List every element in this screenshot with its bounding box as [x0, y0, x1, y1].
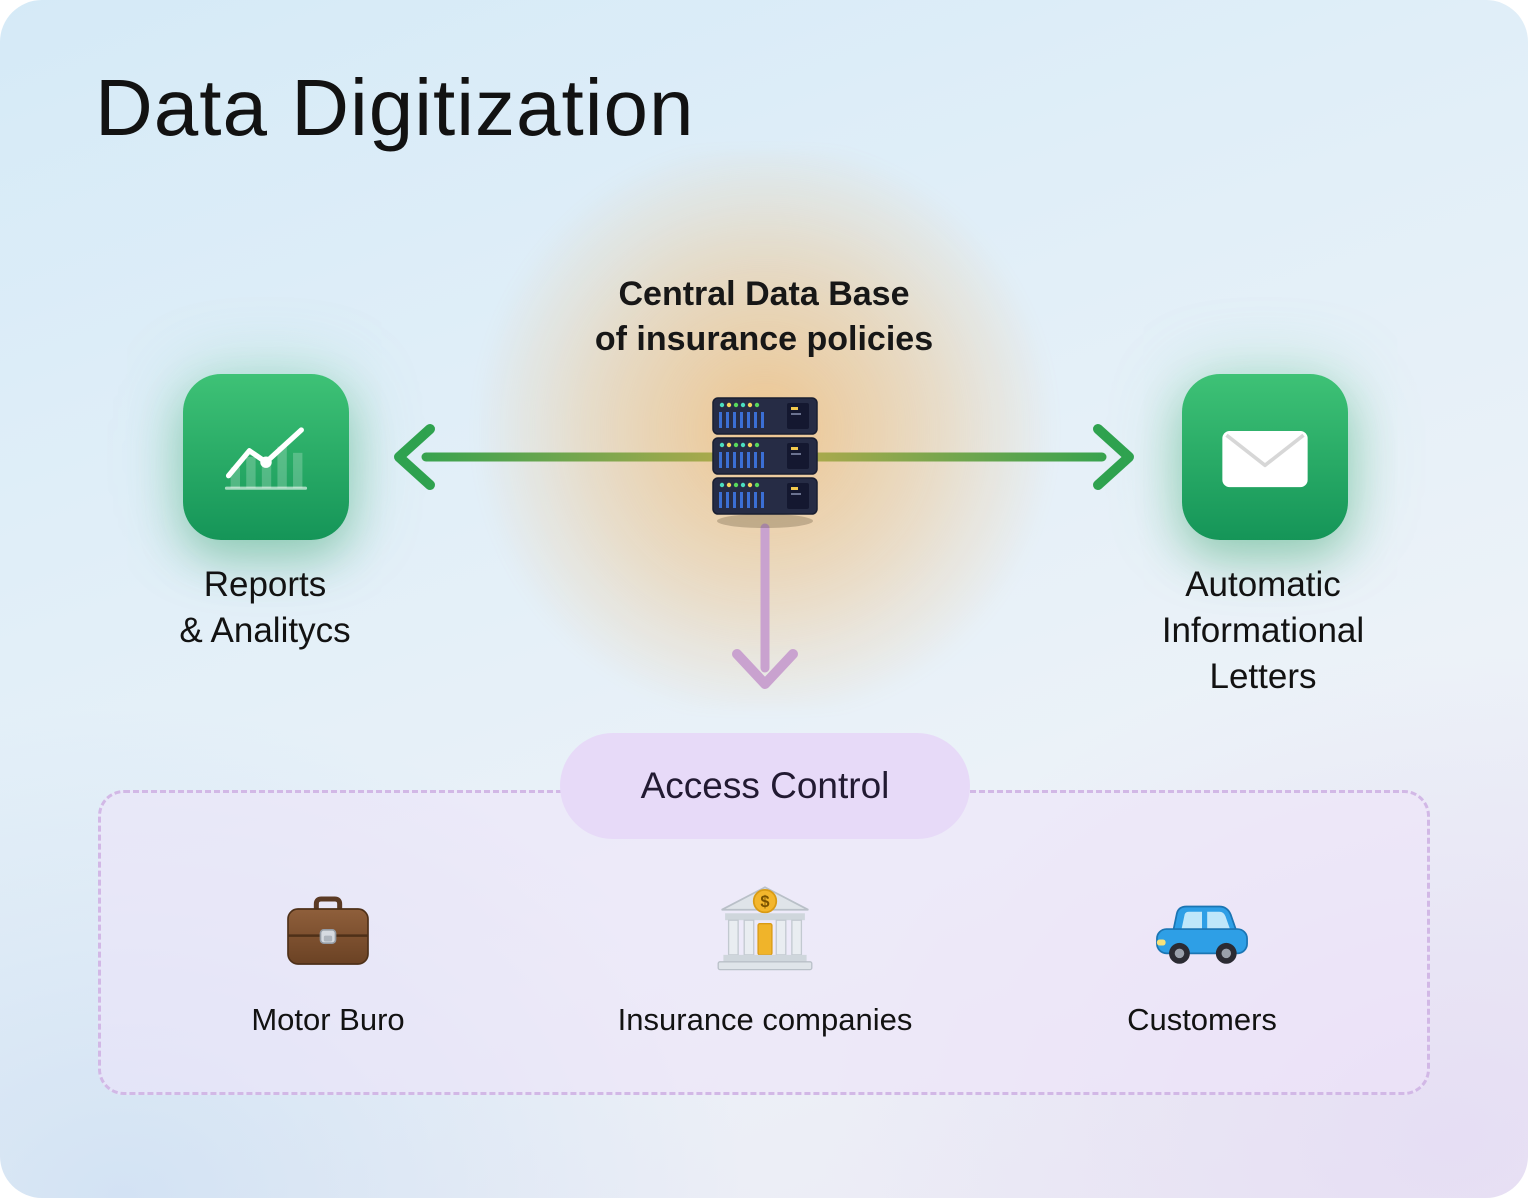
access-item-insurance-companies: $ Insurance companies — [575, 866, 955, 1038]
access-control-pill: Access Control — [560, 733, 970, 839]
reports-label: Reports & Analitycs — [179, 565, 351, 651]
line-chart-icon — [224, 427, 308, 490]
central-database-label-line2: of insurance policies — [594, 319, 934, 358]
access-item-label: Insurance companies — [617, 1002, 913, 1037]
access-item-label: Motor Buro — [251, 1002, 405, 1037]
letters-tile — [1182, 374, 1348, 540]
page-title: Data Digitization — [95, 63, 695, 152]
access-item-motor-buro: Motor Buro — [138, 866, 518, 1038]
central-database-label: Central Data Base of insurance policies — [459, 272, 1069, 362]
bank-icon: $ — [717, 886, 813, 971]
svg-text:$: $ — [760, 893, 769, 911]
access-item-label: Customers — [1127, 1002, 1277, 1037]
access-item-customers: Customers — [1012, 866, 1392, 1038]
server-stack-icon — [712, 397, 818, 528]
briefcase-icon — [287, 896, 369, 965]
car-icon — [1156, 905, 1248, 964]
reports-tile — [183, 374, 349, 540]
central-database-label-line1: Central Data Base — [618, 275, 910, 313]
letters-label: Automatic Informational Letters — [1161, 565, 1365, 697]
envelope-icon — [1222, 431, 1308, 488]
